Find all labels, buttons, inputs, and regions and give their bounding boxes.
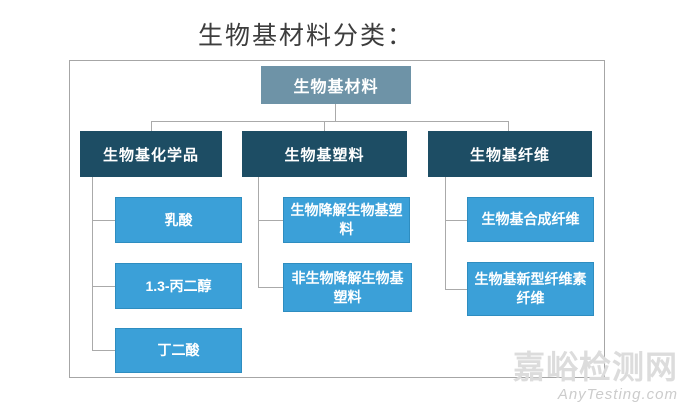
node-leaf-non-biodegradable-biobased-plastics: 非生物降解生物基塑料 xyxy=(283,263,412,312)
connector-line xyxy=(92,177,93,350)
node-root-biobased-materials: 生物基材料 xyxy=(261,66,411,104)
node-branch-biobased-fibers: 生物基纤维 xyxy=(428,131,592,177)
page-title: 生物基材料分类： xyxy=(198,22,415,50)
connector-line xyxy=(151,121,152,131)
connector-line xyxy=(151,121,508,122)
connector-line xyxy=(258,287,283,288)
node-leaf-13-propanediol: 1.3-丙二醇 xyxy=(115,263,242,309)
connector-line xyxy=(508,121,509,131)
watermark-site-url: AnyTesting.com xyxy=(557,386,678,403)
node-branch-biobased-chemicals: 生物基化学品 xyxy=(80,131,222,177)
connector-line xyxy=(324,121,325,131)
connector-line xyxy=(445,220,467,221)
node-leaf-biobased-new-cellulose-fiber: 生物基新型纤维素纤维 xyxy=(467,262,594,316)
node-branch-biobased-plastics: 生物基塑料 xyxy=(242,131,407,177)
node-leaf-biodegradable-biobased-plastics: 生物降解生物基塑料 xyxy=(283,197,410,243)
connector-line xyxy=(92,350,115,351)
node-leaf-succinic-acid: 丁二酸 xyxy=(115,328,242,373)
node-leaf-biobased-synthetic-fiber: 生物基合成纤维 xyxy=(467,197,594,242)
connector-line xyxy=(335,104,336,121)
node-leaf-lactic-acid: 乳酸 xyxy=(115,197,242,243)
connector-line xyxy=(258,220,283,221)
connector-line xyxy=(92,220,115,221)
connector-line xyxy=(445,289,467,290)
connector-line xyxy=(445,177,446,289)
connector-line xyxy=(92,286,115,287)
connector-line xyxy=(258,177,259,287)
